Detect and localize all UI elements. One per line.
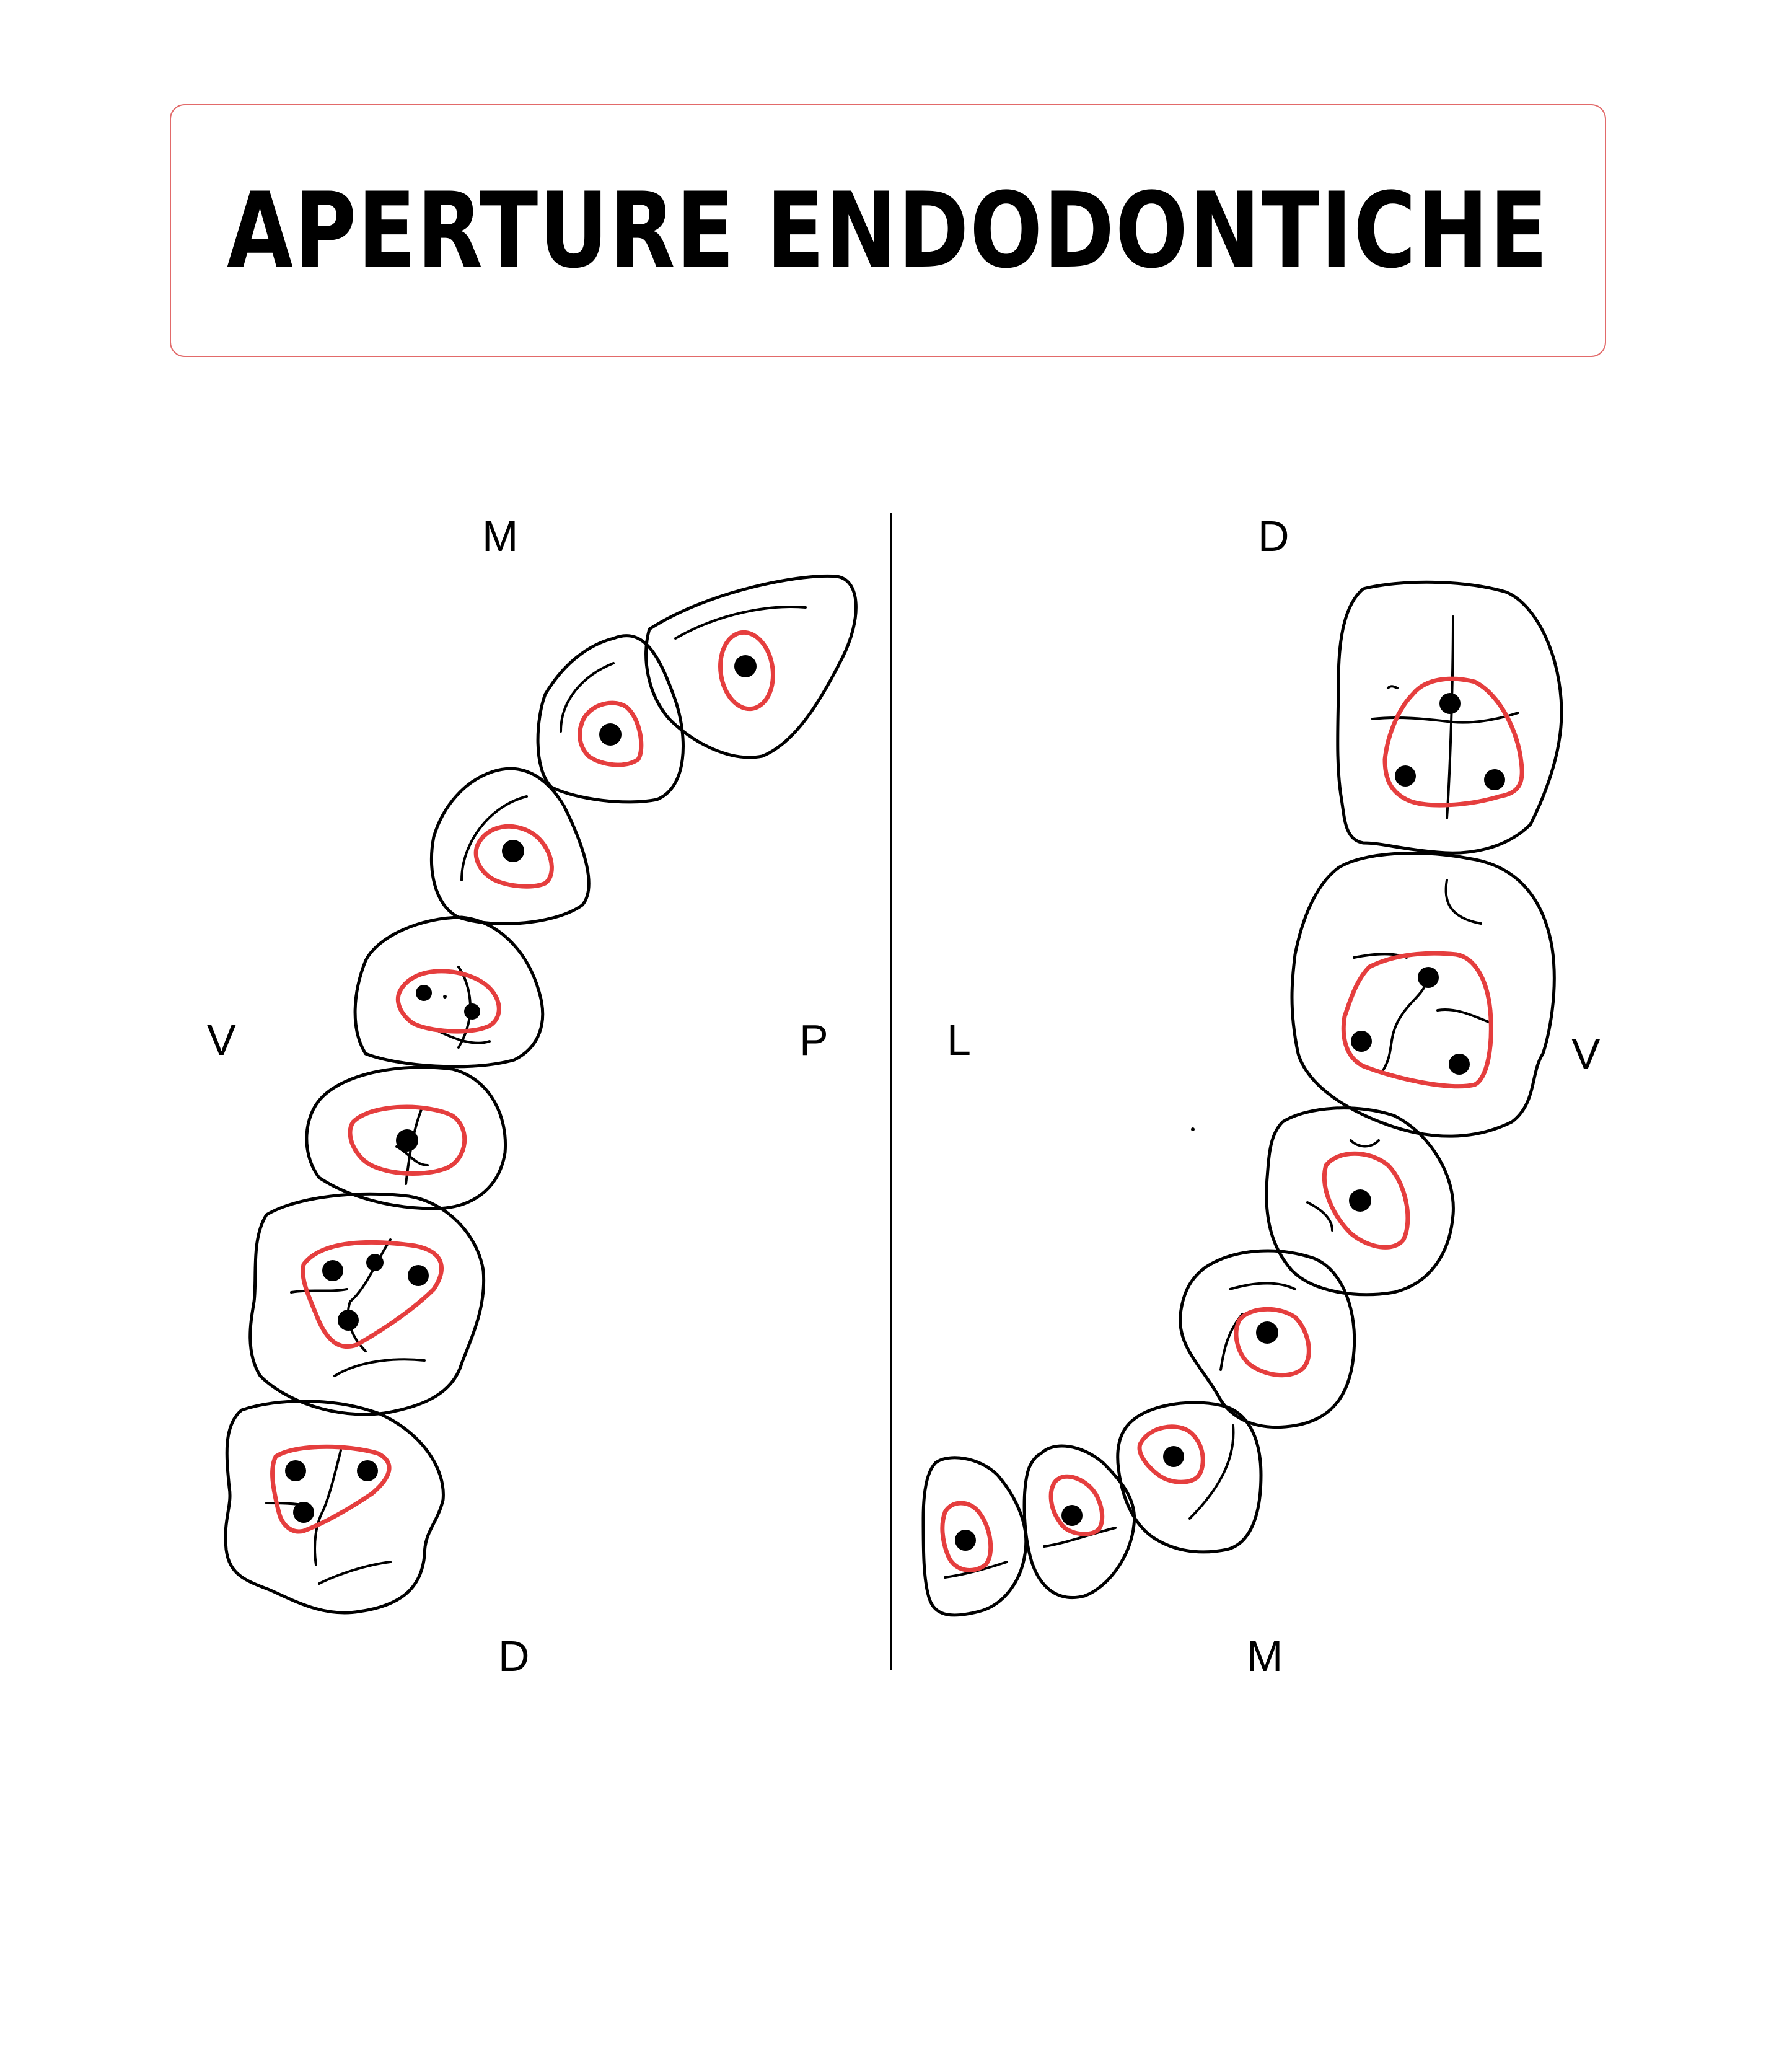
page-title: APERTURE ENDODONTICHE [227, 170, 1549, 291]
upper-second-premolar [305, 1065, 507, 1210]
lower-second-premolar [1265, 1106, 1455, 1297]
lower-first-premolar [1179, 1249, 1356, 1429]
lower-first-molar [1290, 852, 1556, 1138]
lower-label-distal: D [1258, 512, 1289, 560]
upper-second-molar [224, 1400, 445, 1615]
lower-lateral-incisor [1022, 1444, 1136, 1600]
upper-first-molar [248, 1192, 486, 1416]
upper-canine [429, 767, 591, 925]
upper-label-palatal: P [799, 1016, 828, 1064]
lower-arch [921, 580, 1563, 1617]
lower-label-lingual: L [947, 1016, 971, 1064]
title-box: APERTURE ENDODONTICHE [170, 104, 1606, 357]
stray-mark [1191, 1127, 1195, 1131]
upper-lateral-incisor [536, 634, 685, 804]
lower-second-molar [1336, 580, 1563, 855]
upper-label-vestibular: V [207, 1016, 236, 1064]
lower-central-incisor [921, 1456, 1028, 1617]
lower-canine [1116, 1401, 1263, 1554]
lower-label-mesial: M [1247, 1632, 1283, 1680]
upper-first-premolar [353, 915, 545, 1069]
upper-arch [224, 574, 858, 1615]
upper-label-distal: D [498, 1632, 530, 1680]
lower-label-vestibular: V [1571, 1029, 1601, 1078]
upper-central-incisor [644, 574, 858, 759]
upper-label-mesial: M [482, 512, 519, 560]
